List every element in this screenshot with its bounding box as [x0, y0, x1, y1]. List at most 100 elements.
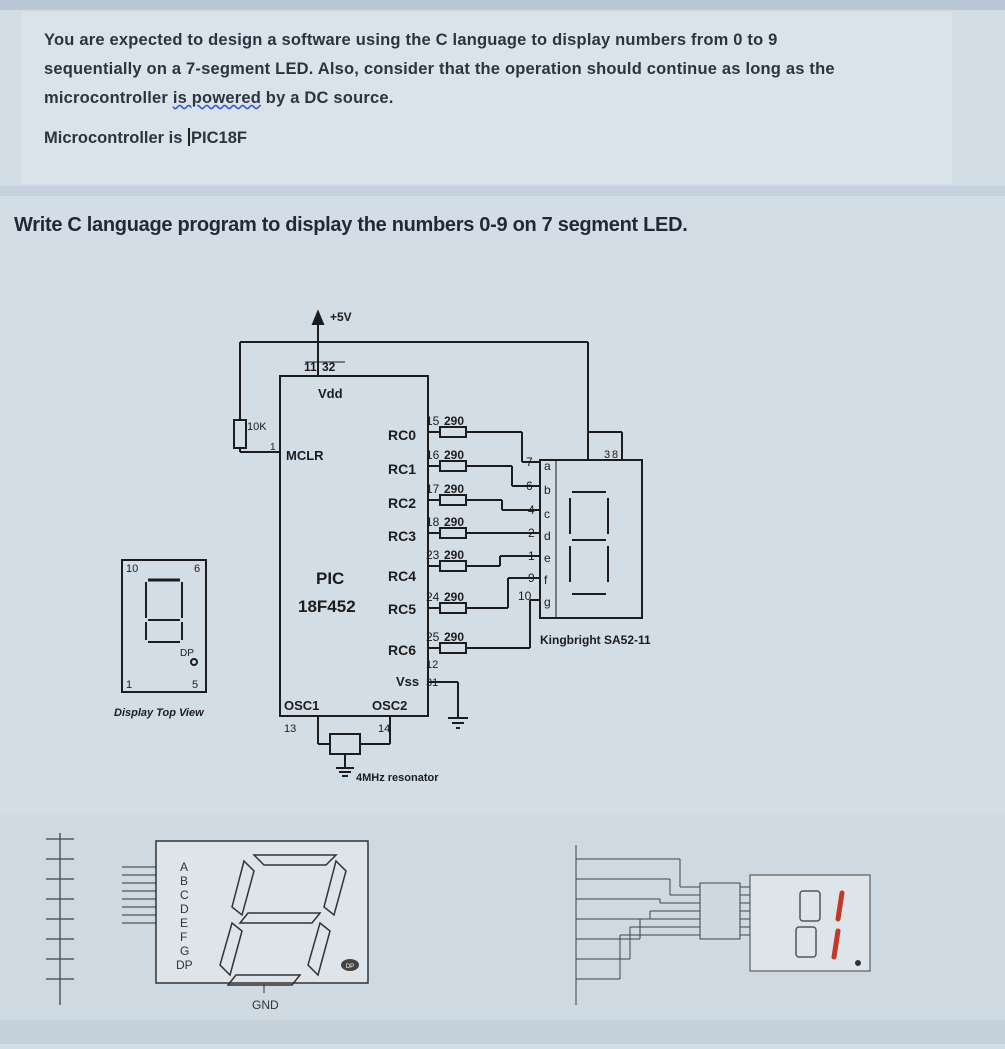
resistor-10k-label: 10K [247, 421, 267, 433]
res-rc6: 290 [444, 630, 464, 644]
mclr-label: MCLR [286, 448, 324, 463]
lit-segments [831, 890, 845, 960]
topview-pin-tl: 10 [126, 563, 138, 575]
seg-letter-c: c [544, 507, 550, 521]
seg-pin-g: 10 [518, 589, 532, 603]
osc1-label: OSC1 [284, 698, 319, 713]
chip-name-1: PIC [316, 569, 344, 588]
seg-letter-a: a [544, 459, 551, 473]
series-resistors [439, 426, 467, 654]
res-rc0: 290 [444, 414, 464, 428]
resonator-label: 4MHz resonator [356, 772, 439, 784]
letter-c: C [180, 888, 189, 902]
question-box: You are expected to design a software us… [22, 12, 952, 184]
seg-letter-e: e [544, 551, 551, 565]
seg-pin-f: 9 [528, 571, 535, 585]
spellcheck-word[interactable]: is powered [172, 89, 262, 107]
topview-caption: Display Top View [114, 707, 205, 719]
display-part-label: Kingbright SA52-11 [540, 633, 651, 647]
port-rc1: RC1 [388, 461, 416, 477]
port-rc2: RC2 [388, 495, 416, 511]
question-line-2: sequentially on a 7-segment LED. Also, c… [44, 60, 835, 78]
display-top-view-box [121, 559, 207, 693]
pin-rc2: 17 [426, 482, 440, 496]
vss-pin-b: 31 [426, 677, 438, 689]
pic-chip-body [279, 375, 429, 717]
bottom-figures: DP A B C D E F G DP GND [0, 815, 1005, 1044]
port-rc4: RC4 [388, 568, 416, 584]
letter-g: G [180, 944, 189, 958]
gnd-label: GND [252, 998, 279, 1012]
mclr-pin: 1 [270, 442, 276, 453]
resistor-10k [233, 419, 247, 449]
question-text: You are expected to design a software us… [44, 26, 924, 113]
question-line-3-prefix: microcontroller [44, 89, 173, 107]
section-divider [0, 186, 1005, 196]
topview-pin-br: 5 [192, 679, 198, 691]
small-dp-icon [855, 960, 861, 966]
letter-b: B [180, 874, 188, 888]
switch-stack [46, 833, 74, 1005]
res-rc1: 290 [444, 448, 464, 462]
seg-pin-b: 6 [526, 479, 533, 493]
connector-pins [122, 866, 156, 924]
topview-pin-bl: 1 [126, 679, 132, 691]
pin-rc6: 25 [426, 630, 440, 644]
display-segments [569, 491, 609, 595]
seven-segment-display [539, 459, 643, 619]
display-pin-3: 3 [604, 449, 610, 461]
seg-pin-e: 1 [528, 549, 535, 563]
vss-label: Vss [396, 674, 419, 689]
microcontroller-label: Microcontroller is [44, 129, 183, 147]
circuit-schematic: +5V 11 32 Vdd 10K 1 MCLR PIC 18F452 RC0 … [114, 309, 651, 784]
seg-letter-g: g [544, 595, 551, 609]
vdd-pin-a: 11 [304, 360, 317, 374]
letter-dp: DP [176, 958, 193, 972]
vcc-label: +5V [330, 310, 352, 324]
letter-a: A [180, 860, 188, 874]
port-rc5: RC5 [388, 601, 416, 617]
pin-rc4: 23 [426, 548, 440, 562]
osc2-label: OSC2 [372, 698, 407, 713]
right-switch-circuit [575, 845, 871, 1005]
pin-rc0: 15 [426, 414, 440, 428]
port-rc3: RC3 [388, 528, 416, 544]
res-rc4: 290 [444, 548, 464, 562]
text-cursor [188, 128, 191, 146]
question-line-1: You are expected to design a software us… [44, 31, 778, 49]
large-segments [219, 854, 347, 986]
osc2-pin: 14 [378, 723, 390, 735]
vcc-arrow-icon [311, 309, 325, 325]
top-bar [0, 0, 1005, 10]
seg-letter-d: d [544, 529, 551, 543]
bottom-figures-svg: DP A B C D E F G DP GND [46, 833, 871, 1012]
topview-pin-tr: 6 [194, 563, 200, 575]
seg-pin-d: 2 [528, 526, 535, 540]
topview-dp-label: DP [180, 648, 194, 659]
seg-letter-b: b [544, 483, 551, 497]
microcontroller-line: Microcontroller is PIC18F [44, 128, 247, 148]
chip-name-2: 18F452 [298, 597, 356, 616]
display-pin-8: 8 [612, 449, 618, 461]
res-rc2: 290 [444, 482, 464, 496]
letter-f: F [180, 930, 187, 944]
pin-rc3: 18 [426, 515, 440, 529]
small-display-digits [795, 890, 821, 958]
res-rc5: 290 [444, 590, 464, 604]
question-line-3-suffix: by a DC source. [261, 89, 394, 107]
seg-pin-a: 7 [526, 455, 533, 469]
res-rc3: 290 [444, 515, 464, 529]
large-dp-label: DP [346, 964, 354, 970]
dp-dot-icon [190, 658, 198, 666]
pin-rc5: 24 [426, 590, 440, 604]
port-rc0: RC0 [388, 427, 416, 443]
port-rc6: RC6 [388, 642, 416, 658]
task-heading: Write C language program to display the … [14, 214, 688, 236]
seg-pin-c: 4 [528, 503, 535, 517]
pin-rc1: 16 [426, 448, 440, 462]
vss-pin-a: 12 [426, 659, 438, 671]
large-dp-icon [341, 959, 359, 971]
osc1-pin: 13 [284, 723, 296, 735]
bottom-strip [0, 1020, 1005, 1044]
letter-e: E [180, 916, 188, 930]
